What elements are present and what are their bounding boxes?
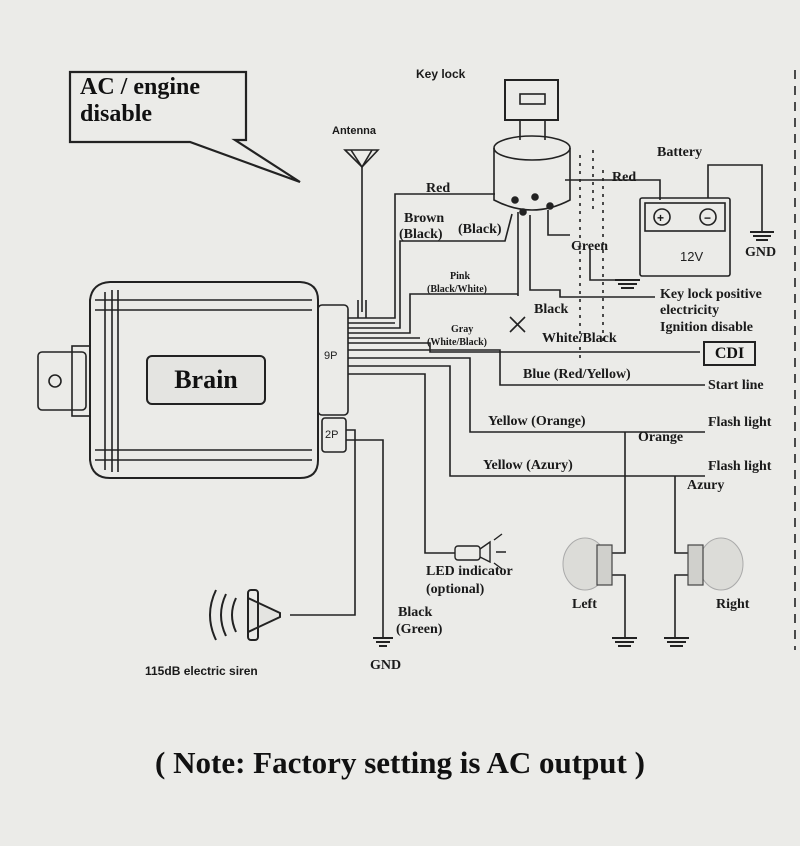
callout-text: AC / engine disable [70,70,246,132]
factory-note: ( Note: Factory setting is AC output ) [155,745,645,780]
antenna-label: Antenna [332,125,376,137]
led-indicator-icon [454,533,506,570]
left-light-label: Left [572,597,597,612]
right-light-label: Right [716,597,750,612]
siren-label: 115dB electric siren [145,664,258,678]
battery-icon [639,164,763,277]
wire-black: Black [534,302,569,317]
wire-azury: Azury [687,478,725,493]
wire-black-bottom: Black [398,605,433,620]
wire-yellow-orange: Yellow (Orange) [488,414,586,429]
wire-gray: Gray [451,324,474,335]
led-optional-label: (optional) [426,582,485,597]
flash-light-2-label: Flash light [708,459,772,474]
antenna-icon [343,149,380,318]
callout-line2: disable [80,101,153,127]
wire-orange: Orange [638,430,684,445]
ignition-disable-label: Ignition disable [660,320,753,335]
battery-label: Battery [657,145,703,160]
wire-red-right: Red [612,170,637,185]
wire-red-top: Red [426,181,451,196]
wire-yellow-azury: Yellow (Azury) [483,458,573,473]
gnd-bottom: GND [370,658,402,673]
wire-pink-sub: (Black/White) [427,284,487,295]
electricity-label: electricity [660,303,720,318]
wire-white-black: White/Black [542,331,617,346]
wire-gray-sub: (White/Black) [427,337,487,348]
gnd-battery: GND [745,245,777,260]
battery-minus: − [704,211,712,225]
wire-green-bottom: (Green) [396,622,443,637]
connector-2p-label: 2P [325,429,339,441]
cut-icon [509,316,526,333]
callout-line1: AC / engine [80,74,200,100]
controller-box [37,281,349,479]
cdi-box: CDI [703,341,756,366]
controller-label: Brain [146,355,266,405]
keylock-label: Key lock [416,67,466,81]
siren-icon [209,589,281,641]
wire-pink: Pink [450,271,471,282]
led-label: LED indicator [426,564,513,579]
flash-light-1-label: Flash light [708,415,772,430]
flash-light-right-icon [687,537,744,591]
wire-green: Green [571,239,609,254]
connector-9p-label: 9P [324,350,338,362]
battery-voltage: 12V [680,249,704,264]
flash-light-left-icon [562,537,613,591]
battery-plus: + [657,211,665,225]
wire-black-paren: (Black) [458,222,502,237]
key-lock-icon [493,79,571,216]
wire-blue: Blue (Red/Yellow) [523,367,631,382]
wire-brown: Brown [404,211,445,226]
keylock-positive-label: Key lock positive [660,287,762,302]
start-line-label: Start line [708,378,764,393]
wire-brown-black: (Black) [399,227,443,242]
callout-bubble [68,70,301,184]
